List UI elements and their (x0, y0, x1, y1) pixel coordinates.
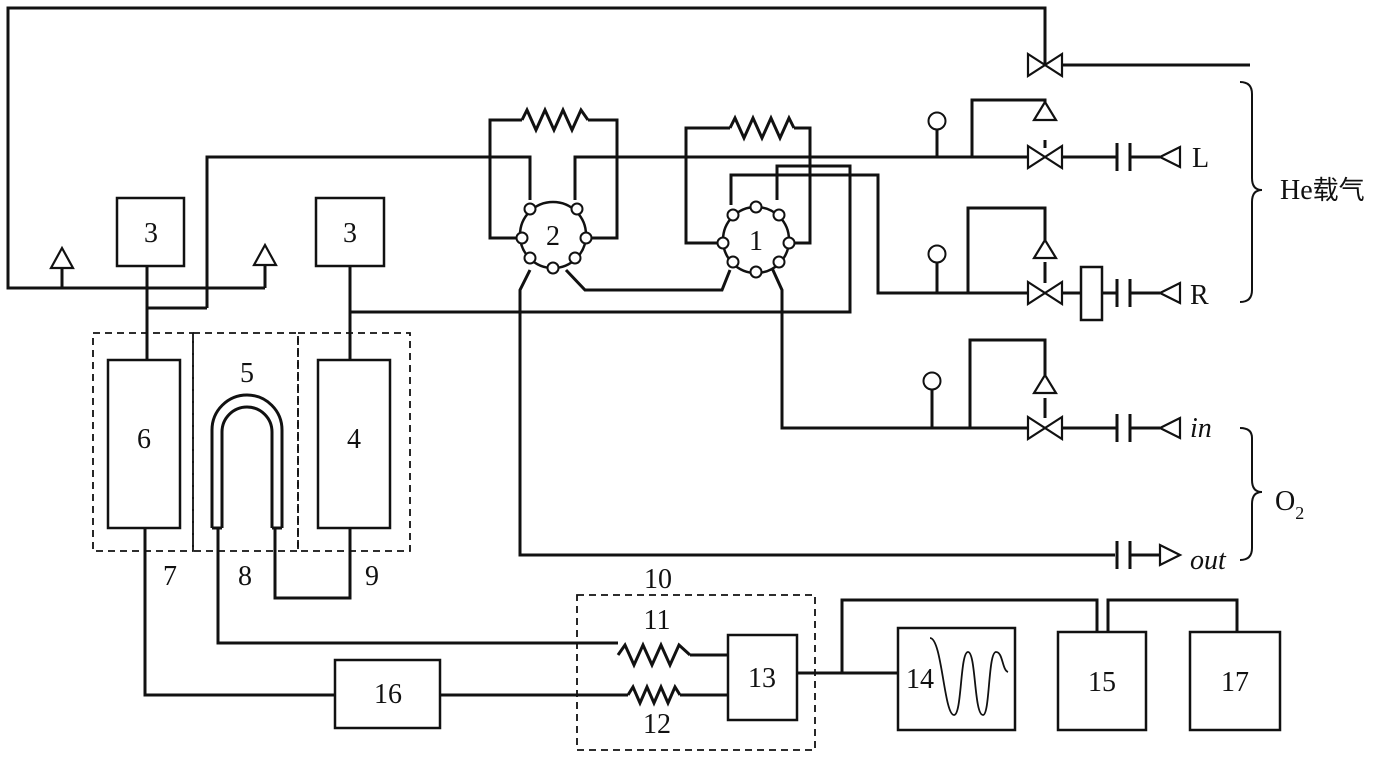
label-resistor-12: 12 (643, 709, 671, 740)
oven-zone-left (92, 332, 194, 552)
label-trap-9: 9 (365, 561, 379, 592)
he-carrier-label: He载气 (1280, 175, 1365, 206)
vent-right-icon (252, 242, 278, 267)
valve-l-icon (1026, 99, 1064, 171)
label-trap-8: 8 (238, 561, 252, 592)
resistor-valve-2-icon (520, 106, 590, 134)
label-unit-16: 16 (374, 679, 402, 710)
label-unit-17: 17 (1221, 667, 1249, 698)
resistor-11-icon (616, 641, 692, 669)
o2-label: O2 (1275, 486, 1304, 523)
label-valve-2: 2 (546, 221, 560, 252)
reservoir-left (115, 196, 186, 268)
label-column-4: 4 (347, 424, 361, 455)
pressure-gauges (922, 111, 947, 391)
oven-zone-right (297, 332, 411, 552)
valve-2[interactable] (515, 200, 593, 275)
inlet-labels: L R in out (1190, 143, 1227, 576)
he-carrier-brace-icon (1239, 81, 1263, 303)
chromatogram-peaks-icon (929, 637, 1009, 716)
gauge-r-icon (927, 244, 947, 264)
unit-16 (333, 658, 442, 730)
components (106, 196, 1282, 732)
label-zone-10: 10 (644, 564, 672, 595)
gauge-l-icon (927, 111, 947, 131)
detector-13 (726, 633, 799, 722)
source-in-icon (1157, 416, 1182, 440)
label-resistor-11: 11 (644, 605, 671, 636)
needle-valves (1026, 51, 1064, 442)
o2-brace-icon (1239, 427, 1263, 561)
valve-1[interactable] (716, 200, 796, 279)
outlet-label-out: out (1190, 545, 1227, 576)
column-6 (106, 358, 182, 530)
valve-r-icon (1026, 237, 1064, 307)
source-arrows (1157, 145, 1183, 567)
pipe-network (6, 6, 1250, 697)
label-reservoir-right: 3 (343, 218, 357, 249)
gauge-in-icon (922, 371, 942, 391)
outlet-out-icon (1158, 543, 1183, 567)
label-recorder-14: 14 (906, 664, 934, 695)
label-column-6: 6 (137, 424, 151, 455)
inlet-label-l: L (1192, 143, 1209, 174)
group-labels: He载气 O2 (1275, 175, 1365, 523)
source-r-icon (1157, 281, 1182, 305)
valve-in-icon (1026, 372, 1064, 442)
component-labels: 2 1 3 3 6 4 5 7 8 9 10 11 12 13 14 15 16… (137, 218, 1249, 740)
dashed-zones (92, 332, 816, 751)
fittings (1079, 143, 1132, 569)
unit-15 (1056, 630, 1148, 732)
detector-zone-10 (576, 594, 816, 751)
reservoir-right (314, 196, 386, 268)
u-tube-5 (210, 393, 284, 530)
vent-icons (49, 242, 278, 270)
label-u-tube-5: 5 (240, 358, 254, 389)
resistor-12-icon (626, 683, 682, 707)
valve-top-icon (1026, 51, 1064, 79)
label-valve-1: 1 (749, 226, 763, 257)
unit-17 (1188, 630, 1282, 732)
label-unit-15: 15 (1088, 667, 1116, 698)
filter-r-icon (1079, 265, 1104, 322)
oven-zone-middle (192, 332, 299, 552)
label-trap-7: 7 (163, 561, 177, 592)
inlet-label-in: in (1190, 413, 1212, 444)
inlet-label-r: R (1190, 280, 1209, 311)
resistors (520, 106, 796, 707)
vent-left-icon (49, 245, 75, 270)
resistor-valve-1-icon (728, 114, 796, 142)
label-reservoir-left: 3 (144, 218, 158, 249)
label-detector-13: 13 (748, 663, 776, 694)
column-4 (316, 358, 392, 530)
source-l-icon (1157, 145, 1182, 169)
